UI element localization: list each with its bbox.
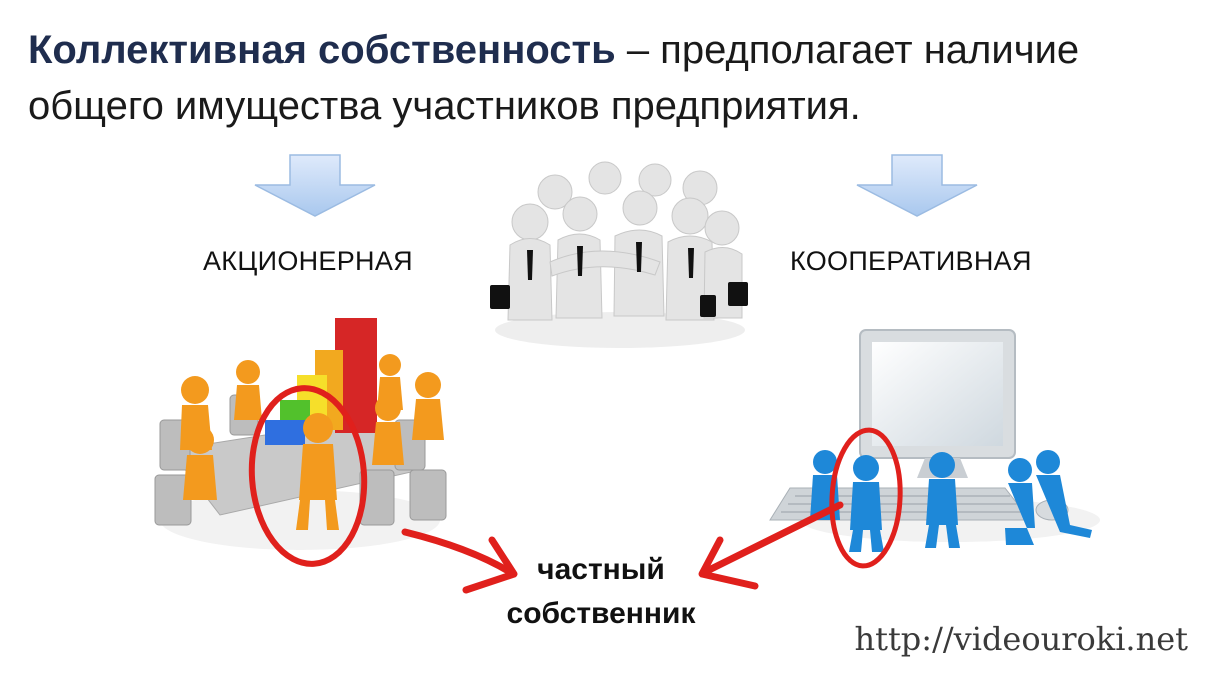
caption-line-2: собственник [506, 597, 696, 630]
source-watermark: http://videouroki.net [854, 620, 1188, 658]
down-arrow-left-icon [254, 154, 376, 217]
joint-stock-label: АКЦИОНЕРНАЯ [203, 246, 413, 276]
shareholders-meeting-image [154, 318, 447, 567]
team-huddle-image [490, 161, 748, 348]
red-arrow-right-icon [698, 501, 844, 590]
red-arrow-left-icon [401, 528, 518, 594]
cooperative-label: КООПЕРАТИВНАЯ [790, 246, 1032, 276]
title-term: Коллективная собственность [28, 28, 616, 72]
title-definition: – предполагает наличие общего имущества … [28, 28, 1080, 128]
caption-line-1: частный [537, 553, 665, 586]
cooperative-computer-image [769, 329, 1100, 569]
slide-title: Коллективная собственность – предполагае… [28, 22, 1188, 134]
down-arrow-right-icon [856, 154, 978, 217]
private-owner-caption: частный собственник [470, 548, 732, 636]
